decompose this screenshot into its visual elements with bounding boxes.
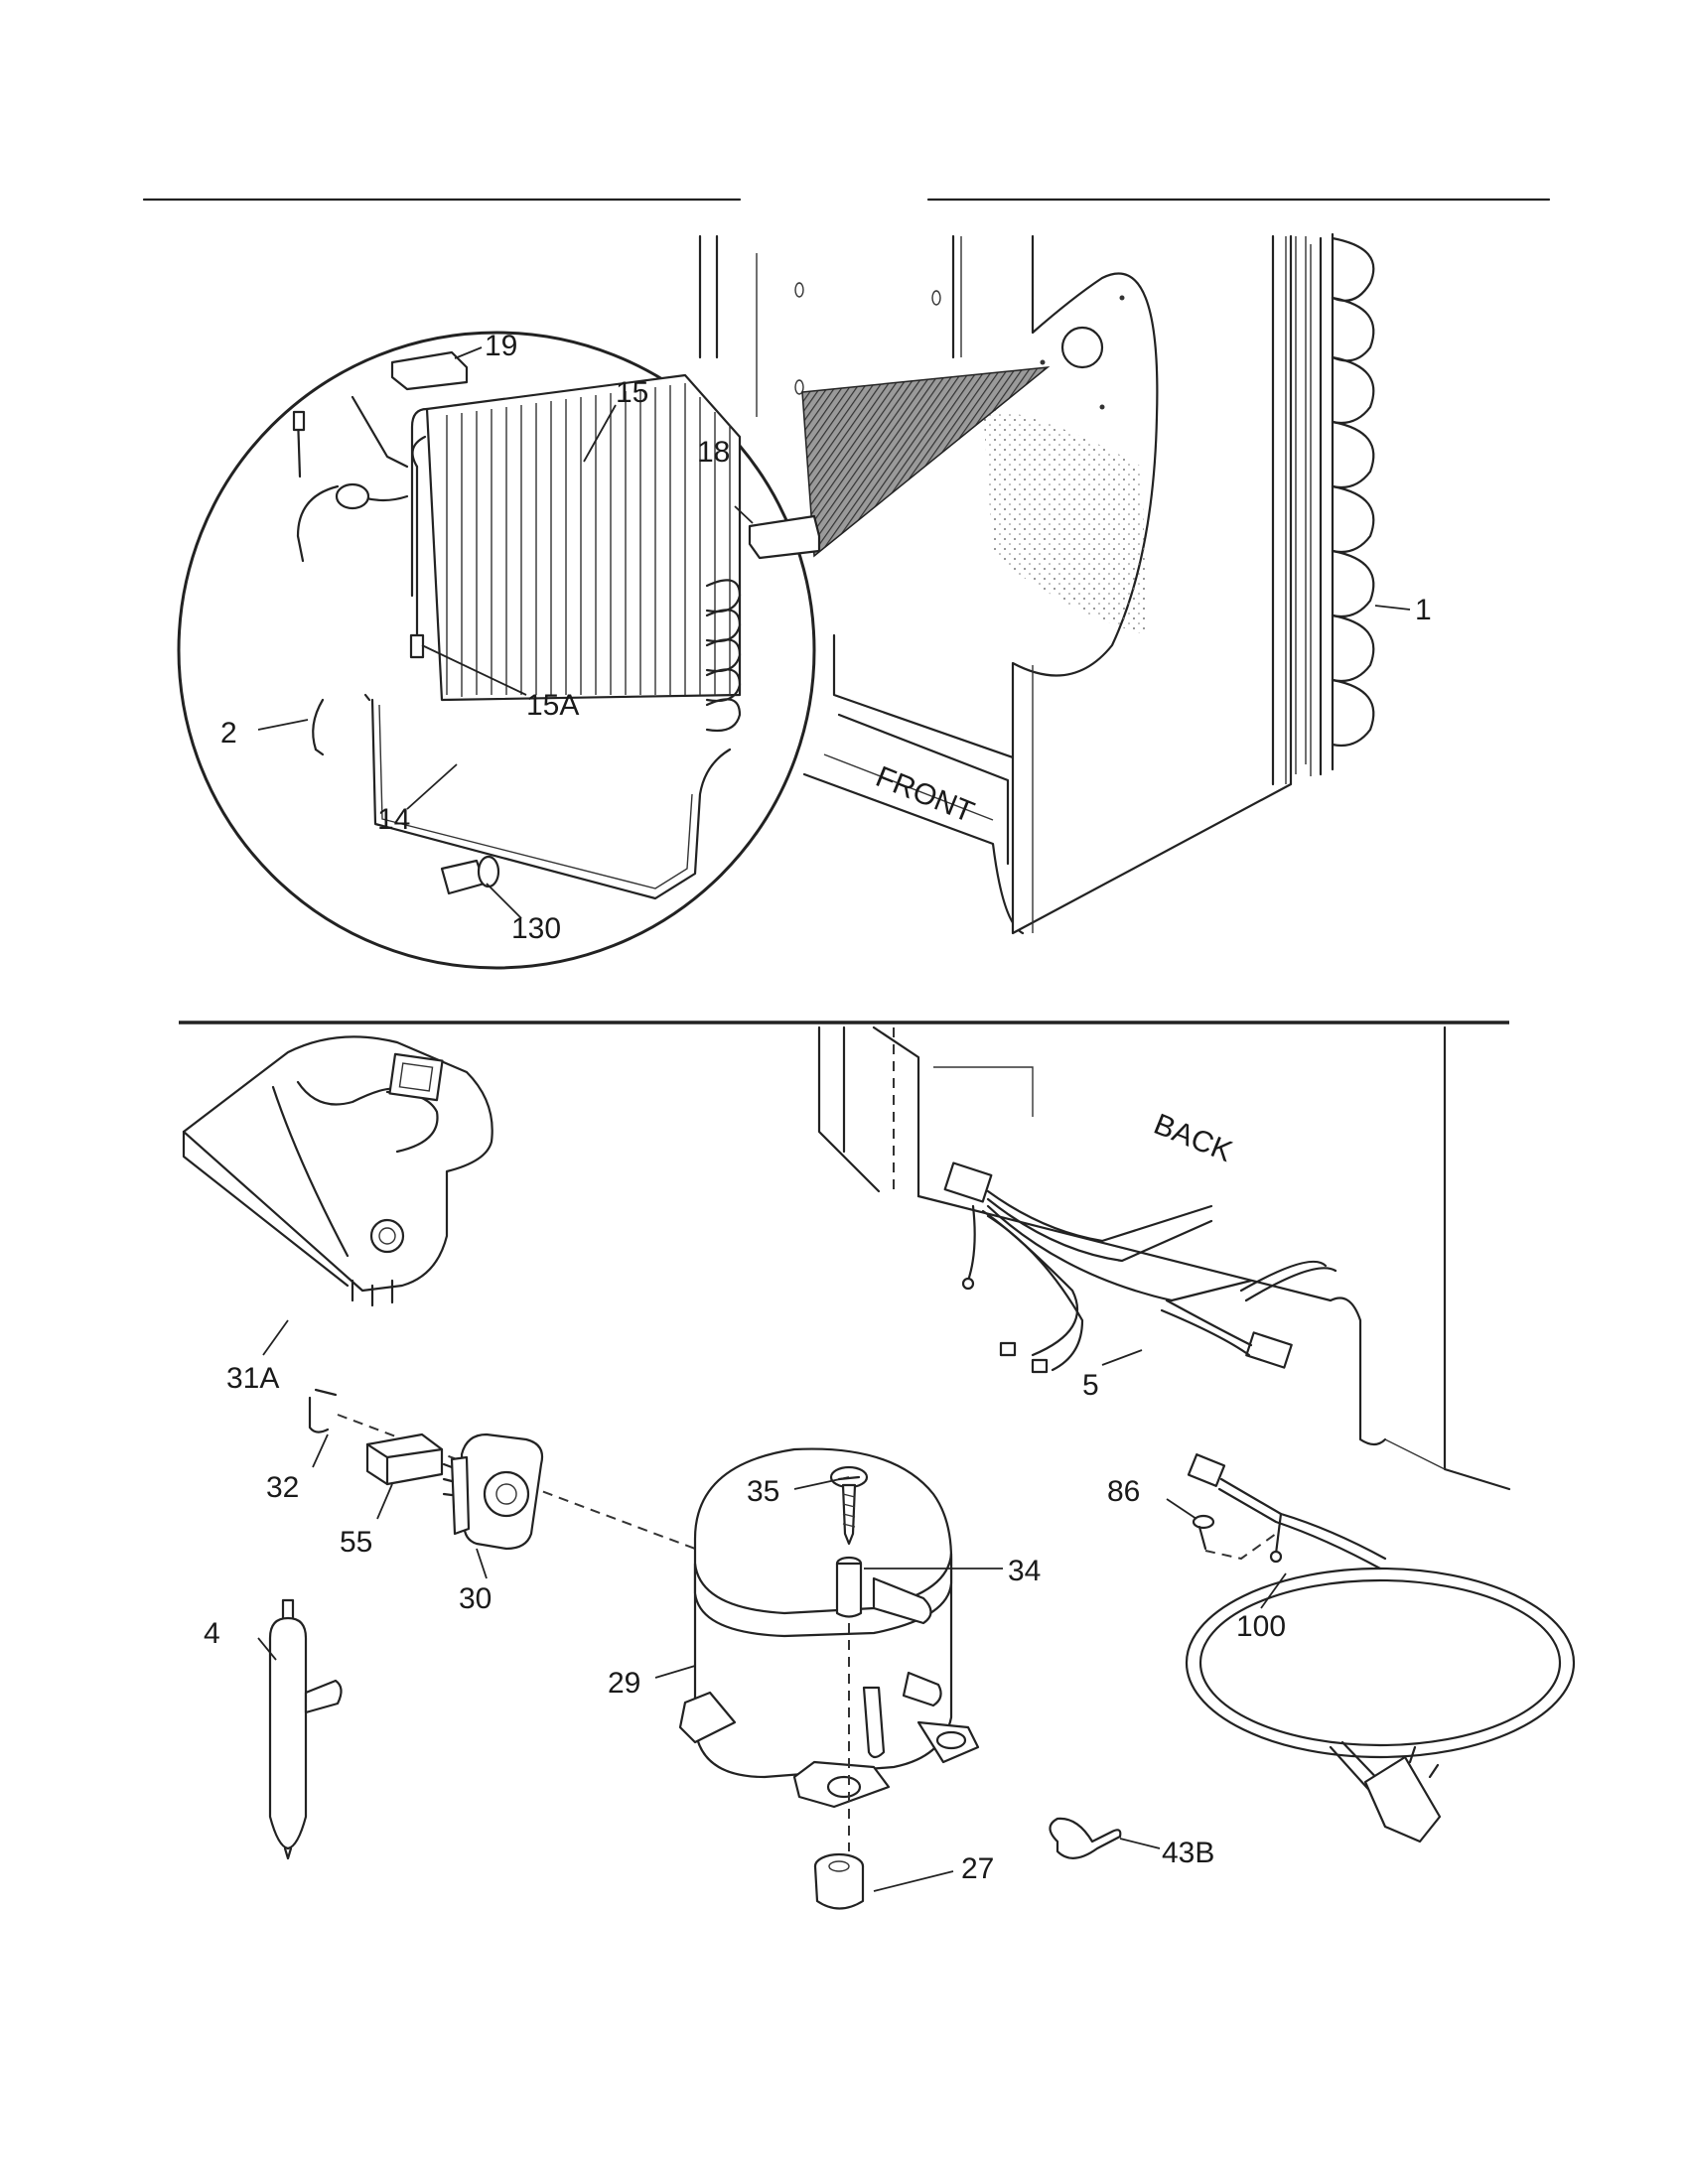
detail-pointer <box>801 366 1051 558</box>
label-27: 27 <box>961 1852 994 1885</box>
wire-harness-5 <box>943 1161 1337 1374</box>
label-55: 55 <box>340 1526 372 1559</box>
label-5: 5 <box>1082 1369 1099 1402</box>
fitting-130 <box>440 855 500 895</box>
drier-4 <box>268 1598 343 1860</box>
label-43b: 43B <box>1162 1837 1214 1869</box>
label-14: 14 <box>377 803 410 836</box>
relay-55 <box>365 1433 444 1486</box>
label-30: 30 <box>459 1582 492 1615</box>
leader-lines <box>257 346 1411 1892</box>
label-1: 1 <box>1415 594 1432 626</box>
housing-31a <box>182 1035 493 1307</box>
label-4: 4 <box>204 1617 220 1650</box>
label-back: BACK <box>1149 1108 1236 1168</box>
defrost-sensor <box>292 395 425 659</box>
sleeve-34 <box>835 1556 863 1618</box>
label-18: 18 <box>697 436 730 469</box>
compressor-29 <box>678 1447 980 1809</box>
screw-35 <box>829 1465 869 1546</box>
evaporator-fins <box>410 373 742 733</box>
label-35: 35 <box>747 1475 779 1508</box>
screw-86 <box>1192 1514 1215 1551</box>
pad-18 <box>748 514 821 560</box>
label-15: 15 <box>616 376 648 409</box>
label-19: 19 <box>485 330 517 362</box>
label-86: 86 <box>1107 1475 1140 1508</box>
label-130: 130 <box>511 912 561 945</box>
evaporator-detail-circle <box>177 331 821 970</box>
overload-30 <box>442 1433 544 1551</box>
label-15a: 15A <box>526 689 579 722</box>
clip-32 <box>308 1388 338 1433</box>
label-32: 32 <box>266 1471 299 1504</box>
cabinet-upper <box>698 234 1307 935</box>
label-100: 100 <box>1236 1610 1286 1643</box>
label-2: 2 <box>220 717 237 750</box>
grommet-27 <box>813 1852 865 1910</box>
cabinet-lower <box>817 1025 1511 1491</box>
condenser-coil <box>1310 232 1375 776</box>
label-31a: 31A <box>226 1362 279 1395</box>
drain-tube-14 <box>370 698 732 900</box>
pad-19 <box>390 350 469 391</box>
label-34: 34 <box>1008 1555 1041 1587</box>
clip-43b <box>1049 1817 1122 1859</box>
power-cord-100 <box>1185 1453 1576 1843</box>
label-29: 29 <box>608 1667 640 1700</box>
clip-2 <box>312 698 325 751</box>
